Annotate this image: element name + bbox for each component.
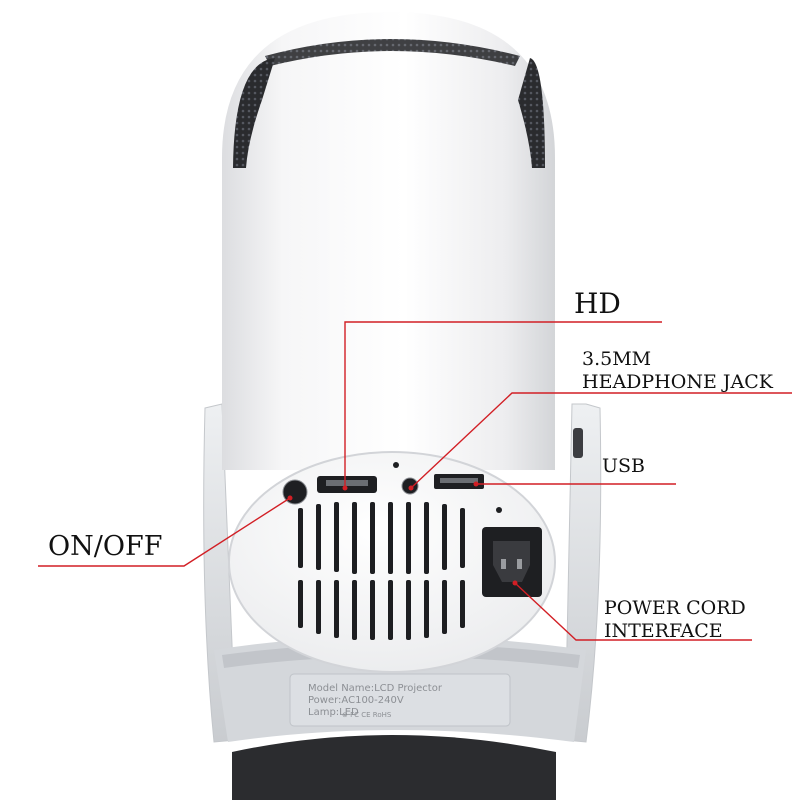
usb-port-label: USB (602, 455, 645, 477)
spec-model: Model Name:LCD Projector (308, 683, 442, 694)
headphone-jack-label-line1: 3.5MM (582, 348, 652, 370)
speaker-grille (233, 58, 275, 168)
headphone-jack-label: 3.5MM HEADPHONE JACK (582, 348, 773, 394)
spec-label-plate (289, 673, 511, 727)
spec-lamp: Lamp:LED (308, 707, 359, 718)
spec-label-text: Model Name:LCD Projector Power:AC100-240… (308, 683, 442, 719)
headphone-jack-label-line2: HEADPHONE JACK (582, 371, 773, 393)
power-cord-label-line1: POWER CORD (604, 597, 746, 619)
power-cord-label: POWER CORD INTERFACE (604, 597, 746, 643)
base-ring (232, 735, 556, 800)
vent-slots (298, 502, 465, 640)
certification-marks: ⊗ FC CE RoHS (342, 711, 392, 719)
side-knob (573, 428, 583, 458)
callout-lines (38, 321, 792, 641)
hd-port-label: HD (574, 287, 621, 320)
spec-power: Power:AC100-240V (308, 695, 404, 706)
projector-body (222, 12, 555, 470)
indicator-led (393, 462, 399, 468)
on-off-label: ON/OFF (48, 531, 163, 562)
power-cord-label-line2: INTERFACE (604, 620, 723, 642)
